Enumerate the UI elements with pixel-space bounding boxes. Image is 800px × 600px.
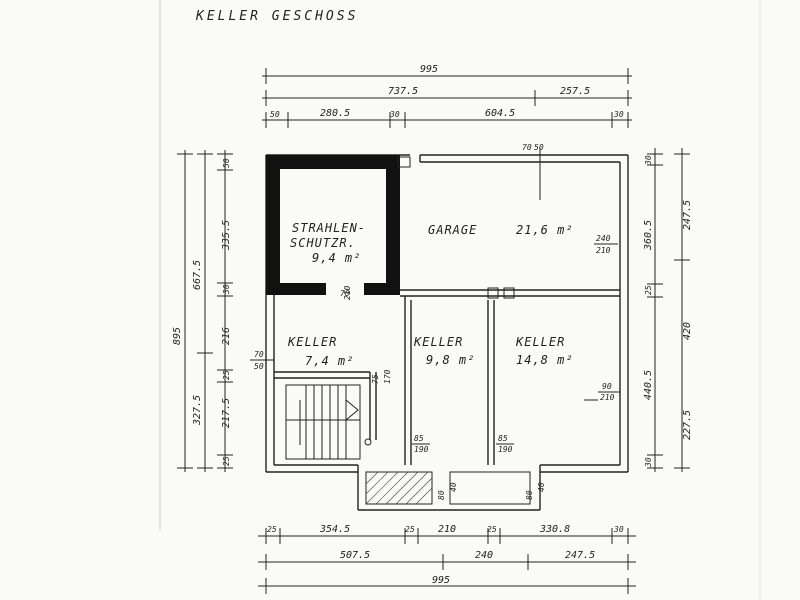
room-garage-area: 21,6 m² [516, 223, 574, 237]
k3-door-top: 85 [498, 434, 508, 443]
k1-door-b: 170 [383, 369, 392, 384]
outer-walls [265, 154, 629, 511]
dim-top-row3-a: 50 [270, 110, 280, 119]
k1-left-bot: 50 [254, 362, 264, 371]
dim-right-d4: 30 [644, 457, 653, 468]
bottom-win2-b: 40 [537, 482, 546, 492]
plan-title: KELLER GESCHOSS [195, 9, 358, 24]
dim-top-row2-b: 257.5 [560, 86, 590, 97]
dim-left-c7: 25 [222, 456, 231, 466]
room-shelter-area: 9,4 m² [312, 251, 361, 265]
dim-bottom-row2-c: 247.5 [565, 550, 595, 561]
dim-top-row3-e: 30 [613, 110, 624, 119]
dim-bottom-row1-c: 25 [405, 525, 415, 534]
dim-bottom-row2-b: 240 [475, 550, 493, 561]
dim-top-total: 995 [420, 64, 438, 75]
dim-left-c6: 217.5 [221, 398, 232, 428]
dim-left-b: 327.5 [192, 395, 203, 426]
room-shelter-line2: SCHUTZR. [290, 236, 356, 250]
k2-door-top: 85 [414, 434, 424, 443]
k2-door-bot: 190 [414, 445, 429, 454]
bottom-win1-a: 80 [437, 490, 446, 500]
dim-top-row3-b: 280.5 [320, 108, 350, 119]
dim-top-row3-d: 604.5 [485, 108, 515, 119]
bottom-win2-a: 80 [525, 490, 534, 500]
dim-top-row3-c: 30 [389, 110, 400, 119]
dim-left-a: 667.5 [192, 260, 203, 290]
dim-right-d1: 360.5 [643, 220, 654, 251]
right-dimensions: 30 360.5 25 440.5 30 247.5 420 227.5 [643, 148, 693, 472]
bottom-win1-b: 40 [449, 482, 458, 492]
bottom-dimensions: 25 354.5 25 210 25 330.8 30 507.5 240 24… [258, 524, 636, 594]
left-dimensions: 895 667.5 327.5 50 335.5 30 216 25 217.5… [172, 150, 233, 472]
dim-right-c: 227.5 [682, 410, 693, 440]
garage-room: 70 50 GARAGE 21,6 m² 240 210 [400, 143, 620, 299]
garage-right-bot: 210 [596, 246, 611, 255]
sr-door-b: 210 [343, 285, 352, 300]
garage-door-top: 70 [522, 143, 532, 152]
dim-right-b: 420 [682, 322, 693, 340]
keller-room-3: KELLER 14,8 m² 85 190 90 210 [496, 335, 620, 454]
garage-right-top: 240 [596, 234, 611, 243]
shelter-room: 70 210 STRAHLEN- SCHUTZR. 9,4 m² [266, 155, 411, 300]
dim-left-c5: 25 [222, 370, 231, 380]
dim-bottom-row1-d: 210 [438, 524, 456, 535]
k3-right-bot: 210 [600, 393, 615, 402]
dim-bottom-row1-g: 30 [613, 525, 624, 534]
room-keller1-area: 7,4 m² [305, 354, 354, 368]
room-keller3-area: 14,8 m² [516, 353, 574, 367]
dim-bottom-row1-a: 25 [267, 525, 277, 534]
lightwell: 80 40 80 40 [365, 471, 546, 505]
k1-left-top: 70 [254, 350, 264, 359]
dim-right-a2: 247.5 [682, 200, 693, 230]
room-keller1-name: KELLER [287, 335, 337, 349]
dim-top-row2-a: 737.5 [388, 86, 418, 97]
dim-left-total: 895 [172, 327, 183, 345]
k3-door-bot: 190 [498, 445, 513, 454]
k1-door-a: 75 [371, 374, 380, 384]
keller-room-2: KELLER 9,8 m² 85 190 [412, 335, 475, 454]
room-keller2-name: KELLER [413, 335, 463, 349]
dim-right-d2: 25 [644, 285, 653, 295]
dim-left-c2: 335.5 [221, 220, 232, 251]
staircase [285, 384, 372, 460]
dim-right-d3: 440.5 [643, 370, 654, 400]
keller-room-1: KELLER 7,4 m² 70 50 75 170 [250, 335, 392, 384]
room-keller3-name: KELLER [515, 335, 565, 349]
room-shelter-line1: STRAHLEN- [292, 221, 366, 235]
dim-bottom-row1-e: 25 [487, 525, 497, 534]
room-garage-name: GARAGE [428, 223, 477, 237]
dim-bottom-row2-a: 507.5 [340, 550, 370, 561]
dim-bottom-row1-f: 330.8 [539, 524, 570, 535]
dim-bottom-row1-b: 354.5 [319, 524, 350, 535]
interior-walls [274, 296, 495, 465]
dim-left-c1: 50 [222, 158, 231, 168]
dim-right-a1: 30 [644, 155, 653, 166]
top-dimensions: 995 737.5 257.5 50 280.5 30 604.5 30 [262, 64, 632, 128]
k3-right-top: 90 [602, 382, 612, 391]
room-keller2-area: 9,8 m² [426, 353, 475, 367]
dim-bottom-total: 995 [432, 575, 450, 586]
garage-door-bot: 50 [534, 143, 544, 152]
dim-left-c3: 30 [222, 284, 231, 295]
dim-left-c4: 216 [221, 327, 232, 345]
sr-door-a: 70 [340, 289, 350, 298]
